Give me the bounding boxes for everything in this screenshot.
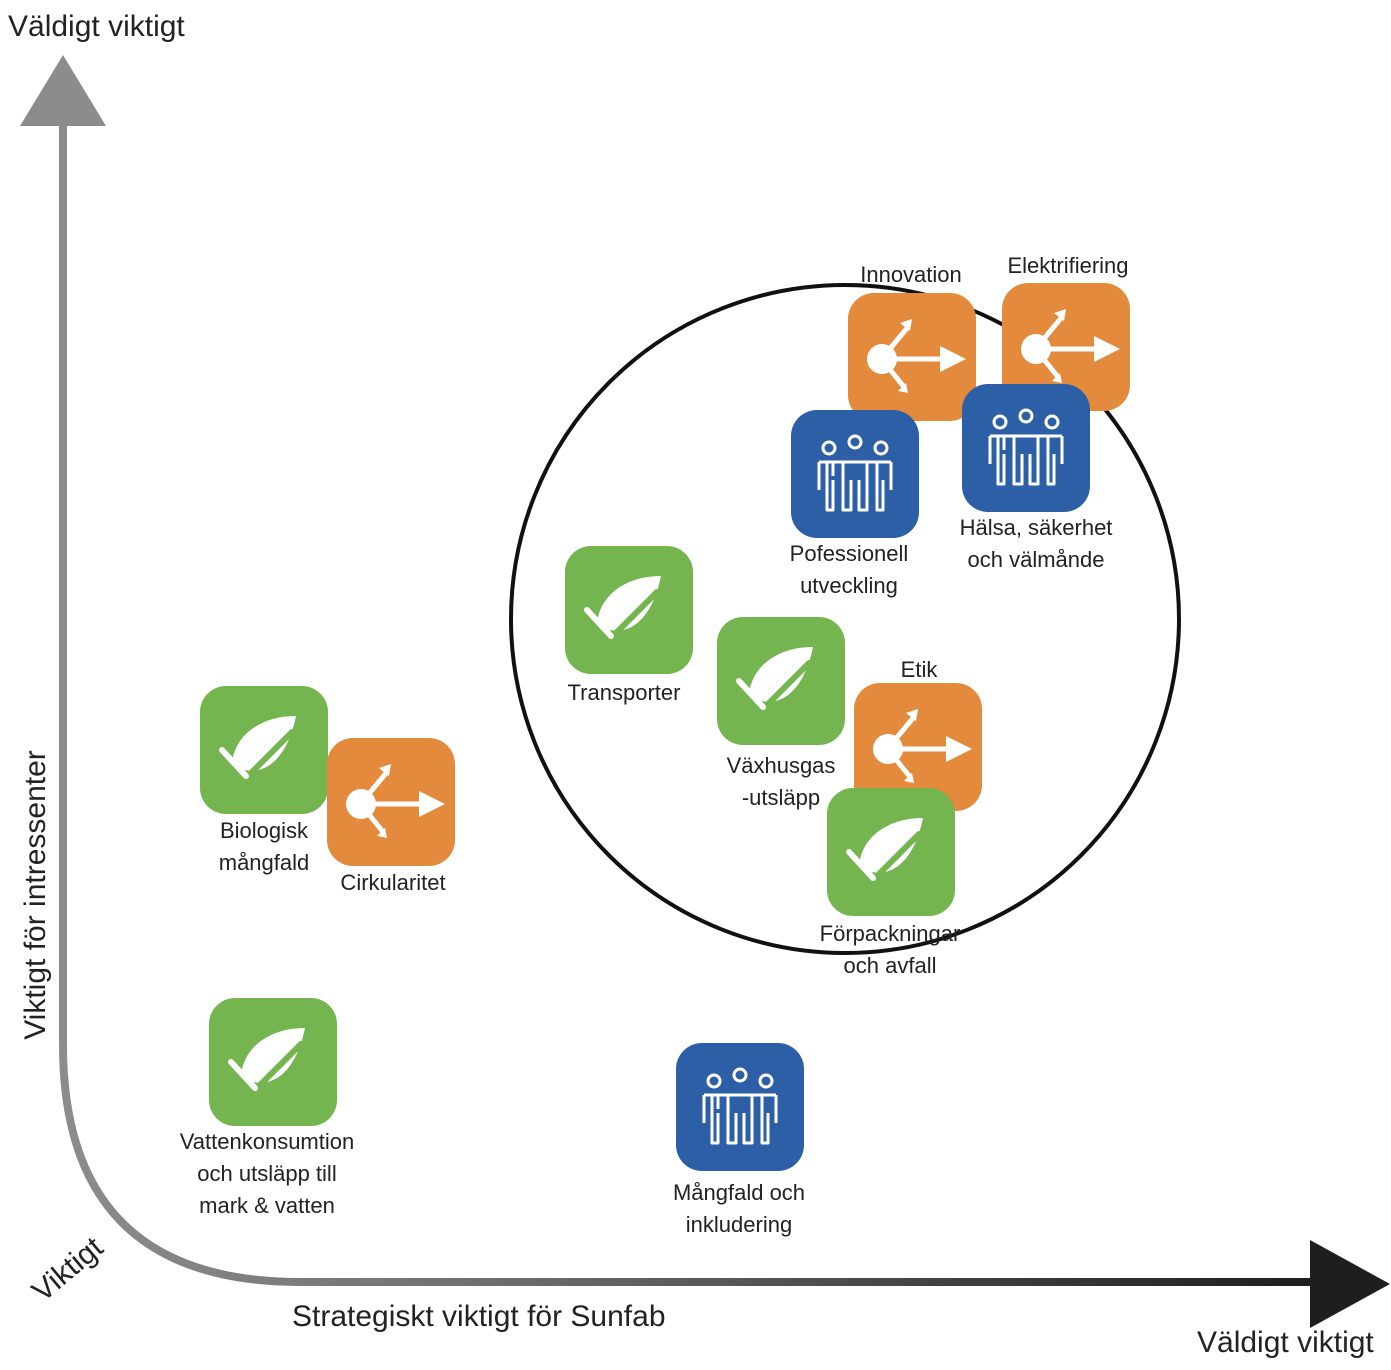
label-vattenkonsumtion: Vattenkonsumtion och utsläpp till mark &… <box>179 1129 355 1218</box>
people-group-icon <box>988 408 1064 486</box>
label-elektrifiering: Elektrifiering <box>1007 253 1129 278</box>
tile-vaxhusgas <box>717 617 845 745</box>
tile-cirkularitet <box>327 738 455 866</box>
y-axis-title: Viktigt för intressenter <box>19 750 52 1040</box>
leaf-icon <box>846 818 923 885</box>
label-forpackningar: Förpackningar och avfall <box>819 921 961 978</box>
tile-innovation <box>848 293 976 421</box>
network-arrow-icon <box>873 709 972 783</box>
tile-vattenkonsumtion <box>209 998 337 1126</box>
x-axis-title: Strategiskt viktigt för Sunfab <box>292 1300 666 1333</box>
x-axis-arrowhead <box>1310 1240 1390 1328</box>
label-etik: Etik <box>900 657 938 682</box>
tile-halsa <box>962 384 1090 512</box>
tile-biologisk <box>200 686 328 814</box>
label-biologisk: Biologisk mångfald <box>218 818 310 875</box>
label-transporter: Transporter <box>567 680 681 705</box>
leaf-icon <box>584 576 661 643</box>
tile-transporter <box>565 546 693 674</box>
leaf-icon <box>228 1028 305 1095</box>
people-group-icon <box>817 434 893 512</box>
network-arrow-icon <box>1021 309 1120 383</box>
network-arrow-icon <box>346 764 445 838</box>
y-axis-arrowhead <box>20 55 106 126</box>
leaf-icon <box>219 716 296 783</box>
tile-pofessionell <box>791 410 919 538</box>
x-axis-right-label: Väldigt viktigt <box>1197 1326 1374 1359</box>
axis-line <box>59 120 1310 1286</box>
label-innovation: Innovation <box>860 262 962 287</box>
label-pofessionell: Pofessionell utveckling <box>789 541 909 598</box>
focus-circle <box>509 283 1181 955</box>
label-halsa: Hälsa, säkerhet och välmånde <box>959 515 1113 572</box>
label-mangfald: Mångfald och inkludering <box>672 1180 806 1237</box>
network-arrow-icon <box>867 319 966 393</box>
tile-mangfald <box>676 1043 804 1171</box>
leaf-icon <box>736 647 813 714</box>
people-group-icon <box>702 1067 778 1145</box>
tile-forpackningar <box>827 788 955 916</box>
label-vaxhusgas: Växhusgas -utsläpp <box>726 753 836 810</box>
y-axis-top-label: Väldigt viktigt <box>8 10 185 43</box>
label-cirkularitet: Cirkularitet <box>340 870 446 895</box>
